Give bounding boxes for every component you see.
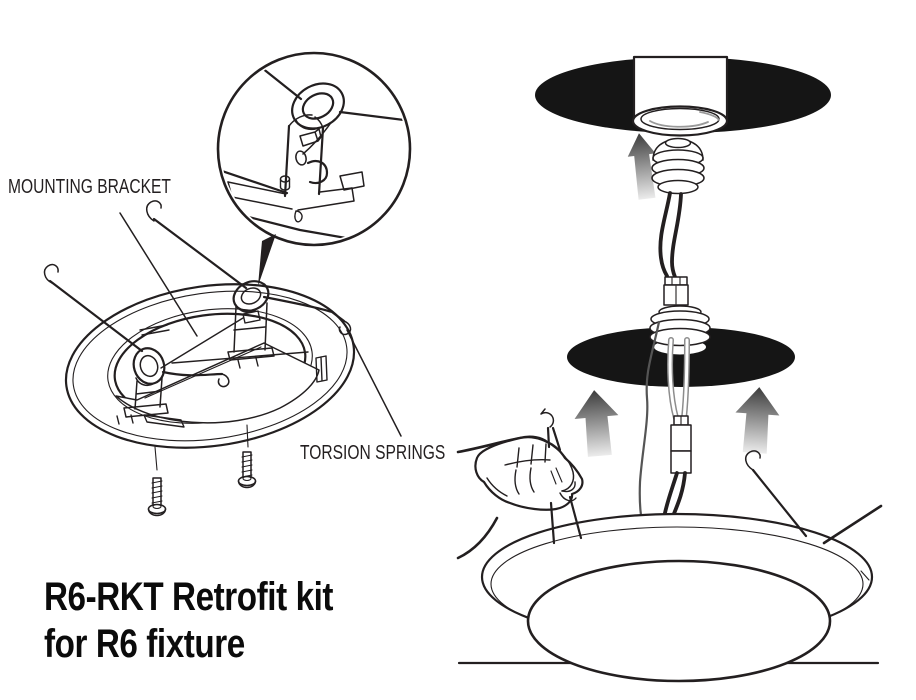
leader-line-mounting-bracket — [119, 212, 198, 337]
recessed-can — [631, 55, 729, 137]
adapter-wires — [658, 191, 683, 279]
step2-illustration — [456, 305, 883, 683]
screw-left — [147, 446, 167, 517]
wire-connector — [663, 276, 689, 306]
up-arrow-icon — [627, 133, 656, 200]
up-arrow-icon — [574, 390, 619, 457]
up-arrow-icon — [735, 387, 780, 454]
title-line-2: for R6 fixture — [44, 622, 245, 666]
wire-connector-2 — [670, 415, 692, 474]
trim-ring-assembly — [43, 200, 402, 517]
held-torsion-spring — [540, 408, 583, 545]
adapter-in-socket — [649, 305, 711, 347]
detail-inset — [216, 51, 412, 286]
torsion-spring-left — [43, 263, 309, 388]
torsion-spring-right — [146, 200, 352, 336]
torsion-spring-install-right — [745, 450, 883, 545]
step1-illustration — [535, 55, 831, 306]
mounting-bracket-label: MOUNTING BRACKET — [8, 176, 171, 198]
disk-light-fixture — [480, 512, 874, 683]
torsion-springs-label: TORSION SPRINGS — [300, 442, 446, 464]
title-line-1: R6-RKT Retrofit kit — [44, 575, 334, 619]
trim-ring — [64, 283, 356, 449]
mounting-bracket-left — [116, 347, 185, 428]
mounting-bracket-right — [227, 280, 275, 369]
leader-line-torsion-springs — [346, 329, 402, 437]
supply-wires — [667, 337, 690, 421]
installer-hand — [456, 435, 584, 560]
e26-adapter — [651, 137, 705, 195]
ceiling-hole-2 — [567, 327, 795, 387]
safety-cable — [638, 320, 661, 534]
screw-right — [237, 424, 257, 489]
inset-circle — [216, 51, 412, 247]
inset-pointer — [258, 234, 276, 286]
fist — [474, 436, 584, 511]
page-title: R6-RKT Retrofit kit for R6 fixture — [44, 574, 333, 668]
